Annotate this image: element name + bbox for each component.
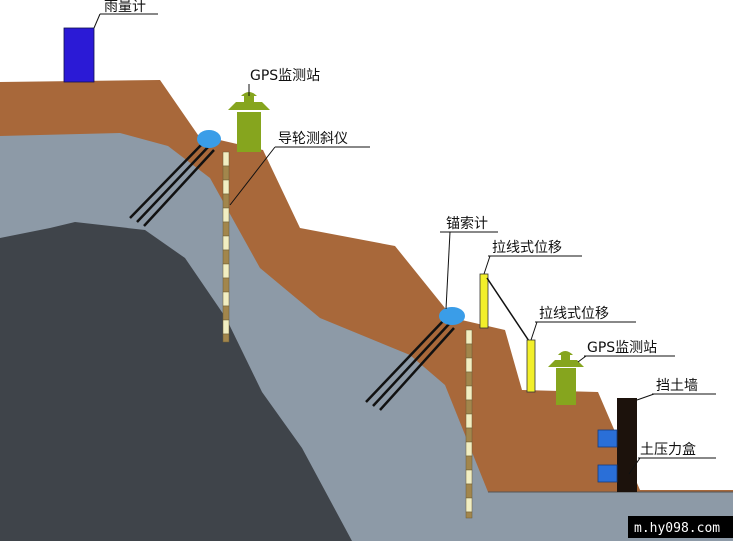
gps-low-leader [577,355,587,363]
rain-gauge-leader [93,13,101,29]
lower-anchor-cables [365,319,455,411]
anchor-meter-leader [445,231,451,310]
lower-tube-segment [465,413,473,429]
gps-station-low [548,351,584,405]
wire-displacement-1-label: 拉线式位移 [492,240,562,256]
wire-displacement-post-1 [479,273,489,329]
lower-tube-segment [465,357,473,373]
wire-displacement-wire-1 [486,277,532,345]
upper-tube-segment [222,319,230,335]
retaining-wall-leader [636,393,655,401]
earth-pressure-box-2 [597,464,618,483]
wire-displacement-2-leader [530,321,538,341]
inclinometer-leader [229,146,276,206]
lower-tube-segment [465,441,473,457]
rain-gauge [63,27,95,83]
lower-tube-segment [465,455,473,471]
rain-gauge-label: 雨量计 [104,0,146,15]
upper-inclinometer-tube [222,151,230,343]
upper-tube-segment [222,263,230,279]
upper-tube-segment [222,151,230,167]
upper-tube-segment [222,207,230,223]
retaining-wall [617,398,637,492]
lower-tube-segment [465,329,473,345]
wire-displacement-2-label: 拉线式位移 [539,306,609,322]
gps-low-label: GPS监测站 [587,340,657,356]
lower-inclinometer-tube [465,329,473,519]
upper-tube-segment [222,291,230,307]
upper-tube-segment [222,221,230,237]
earth-pressure-label: 土压力盒 [640,441,696,458]
lower-tube-segment [465,427,473,443]
upper-tube-segment [222,179,230,195]
upper-tube-segment [222,305,230,321]
earth-pressure-box-1 [597,429,618,448]
lower-tube-segment [465,385,473,401]
earth-pressure-leader [628,457,641,475]
wire-displacement-1-leader [483,255,491,275]
watermark-bg [628,516,733,538]
lower-tube-segment [465,343,473,359]
upper-tube-segment [222,165,230,181]
upper-tube-segment [222,249,230,265]
inclinometer-label: 导轮测斜仪 [278,131,348,147]
lower-tube-segment [465,497,473,513]
gps-top-label: GPS监测站 [250,68,320,84]
upper-tube-segment [222,333,230,343]
lower-tube-segment [465,469,473,485]
bedrock-layer [0,222,352,541]
upper-tube-segment [222,235,230,251]
lower-anchor-meter [439,307,465,325]
upper-tube-segment [222,277,230,293]
lower-tube-segment [465,371,473,387]
wire-displacement-post-2 [526,339,536,393]
upper-anchor-cables [129,141,215,227]
watermark-text: m.hy098.com [634,521,720,536]
lower-tube-segment [465,511,473,519]
lower-tube-segment [465,399,473,415]
gps-station-top [228,92,270,152]
lower-tube-segment [465,483,473,499]
anchor-meter-label: 锚索计 [446,215,488,232]
upper-tube-segment [222,193,230,209]
retaining-wall-label: 挡土墙 [656,378,698,394]
upper-anchor-meter [197,130,221,148]
